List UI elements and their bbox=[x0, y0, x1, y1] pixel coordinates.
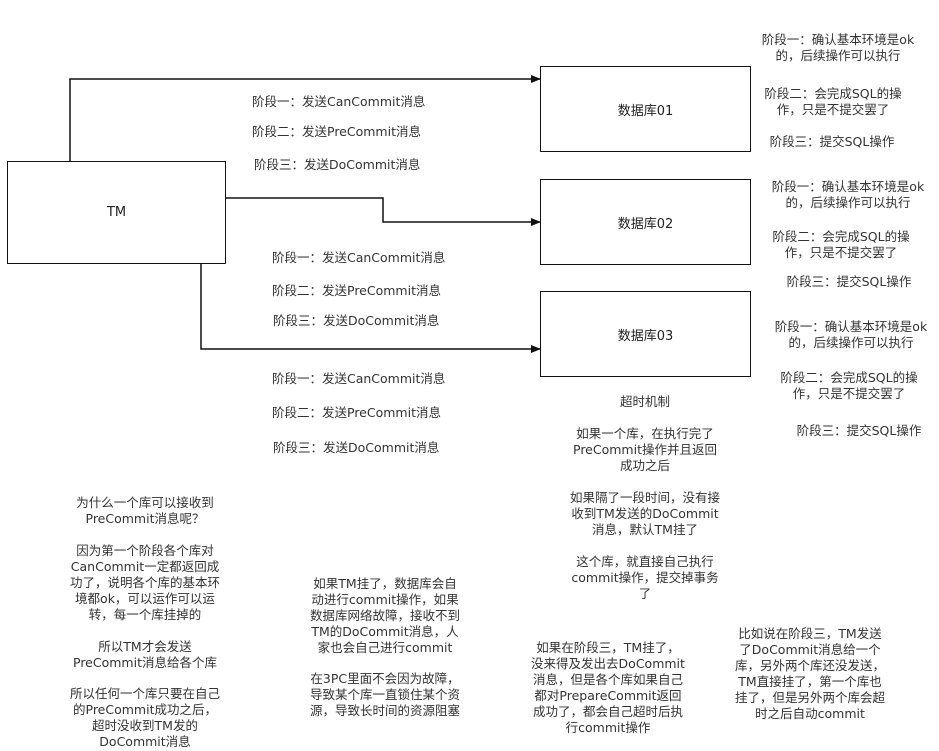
msg-top-phase1: 阶段一：发送CanCommit消息 bbox=[252, 94, 426, 109]
db01-node: 数据库01 bbox=[540, 66, 751, 152]
arrow-tm-to-db02 bbox=[226, 197, 541, 226]
arrow-tm-to-db03 bbox=[200, 264, 541, 353]
db03-note-phase3: 阶段三：提交SQL操作 bbox=[796, 423, 922, 438]
db03-note-phase1: 阶段一：确认基本环境是ok 的，后续操作可以执行 bbox=[774, 319, 928, 350]
db01-note-phase3: 阶段三：提交SQL操作 bbox=[769, 134, 895, 149]
why-answer2: 所以TM才会发送 PreCommit消息给各个库 bbox=[73, 639, 217, 670]
timeout-p1: 如果一个库，在执行完了 PreCommit操作并且返回 成功之后 bbox=[573, 426, 717, 473]
db01-label: 数据库01 bbox=[617, 103, 674, 119]
db02-note-phase3: 阶段三：提交SQL操作 bbox=[786, 274, 912, 289]
db02-node: 数据库02 bbox=[540, 179, 751, 265]
db03-label: 数据库03 bbox=[617, 328, 674, 344]
stage3-note: 如果在阶段三，TM挂了， 没来得及发出去DoCommit 消息，但是各个库如果自… bbox=[531, 640, 685, 735]
timeout-title: 超时机制 bbox=[619, 394, 670, 409]
arrow-tm-to-db01 bbox=[69, 75, 541, 161]
timeout-p2: 如果隔了一段时间，没有接 收到TM发送的DoCommit 消息，默认TM挂了 bbox=[569, 490, 720, 537]
why-answer3: 所以任何一个库只要在自己 的PreCommit成功之后， 超时没收到TM发的 D… bbox=[69, 686, 220, 749]
msg-bot-phase3: 阶段三：发送DoCommit消息 bbox=[273, 440, 440, 455]
msg-bot-phase1: 阶段一：发送CanCommit消息 bbox=[272, 371, 446, 386]
msg-bot-phase2: 阶段二：发送PreCommit消息 bbox=[272, 405, 441, 420]
timeout-p3: 这个库，就直接自己执行 commit操作，提交掉事务 了 bbox=[571, 554, 719, 601]
msg-mid-phase3: 阶段三：发送DoCommit消息 bbox=[273, 313, 440, 328]
db03-note-phase2: 阶段二：会完成SQL的操 作，只是不提交罢了 bbox=[780, 370, 918, 401]
db02-label: 数据库02 bbox=[617, 216, 674, 232]
tm-label: TM bbox=[106, 205, 127, 220]
example-note: 比如说在阶段三，TM发送 了DoCommit消息给一个 库，另外两个库还没发送，… bbox=[734, 626, 885, 721]
msg-mid-phase2: 阶段二：发送PreCommit消息 bbox=[272, 283, 441, 298]
msg-mid-phase1: 阶段一：发送CanCommit消息 bbox=[272, 250, 446, 265]
msg-top-phase2: 阶段二：发送PreCommit消息 bbox=[252, 124, 421, 139]
msg-top-phase3: 阶段三：发送DoCommit消息 bbox=[254, 157, 421, 172]
tm-node: TM bbox=[7, 161, 226, 264]
tm-down-p1: 如果TM挂了，数据库会自 动进行commit操作，如果 数据库网络故障，接收不到… bbox=[309, 576, 460, 655]
db01-note-phase2: 阶段二：会完成SQL的操 作，只是不提交罢了 bbox=[764, 86, 902, 117]
db01-note-phase1: 阶段一：确认基本环境是ok 的，后续操作可以执行 bbox=[761, 32, 915, 63]
db02-note-phase1: 阶段一：确认基本环境是ok 的，后续操作可以执行 bbox=[771, 179, 925, 210]
why-question: 为什么一个库可以接收到 PreCommit消息呢？ bbox=[76, 495, 214, 526]
db02-note-phase2: 阶段二：会完成SQL的操 作，只是不提交罢了 bbox=[772, 229, 910, 260]
db03-node: 数据库03 bbox=[540, 291, 751, 377]
tm-down-p2: 在3PC里面不会因为故障， 导致某个库一直锁住某个资 源，导致长时间的资源阻塞 bbox=[309, 671, 460, 718]
why-answer1: 因为第一个阶段各个库对 CanCommit一定都返回成 功了，说明各个库的基本环… bbox=[69, 543, 220, 622]
